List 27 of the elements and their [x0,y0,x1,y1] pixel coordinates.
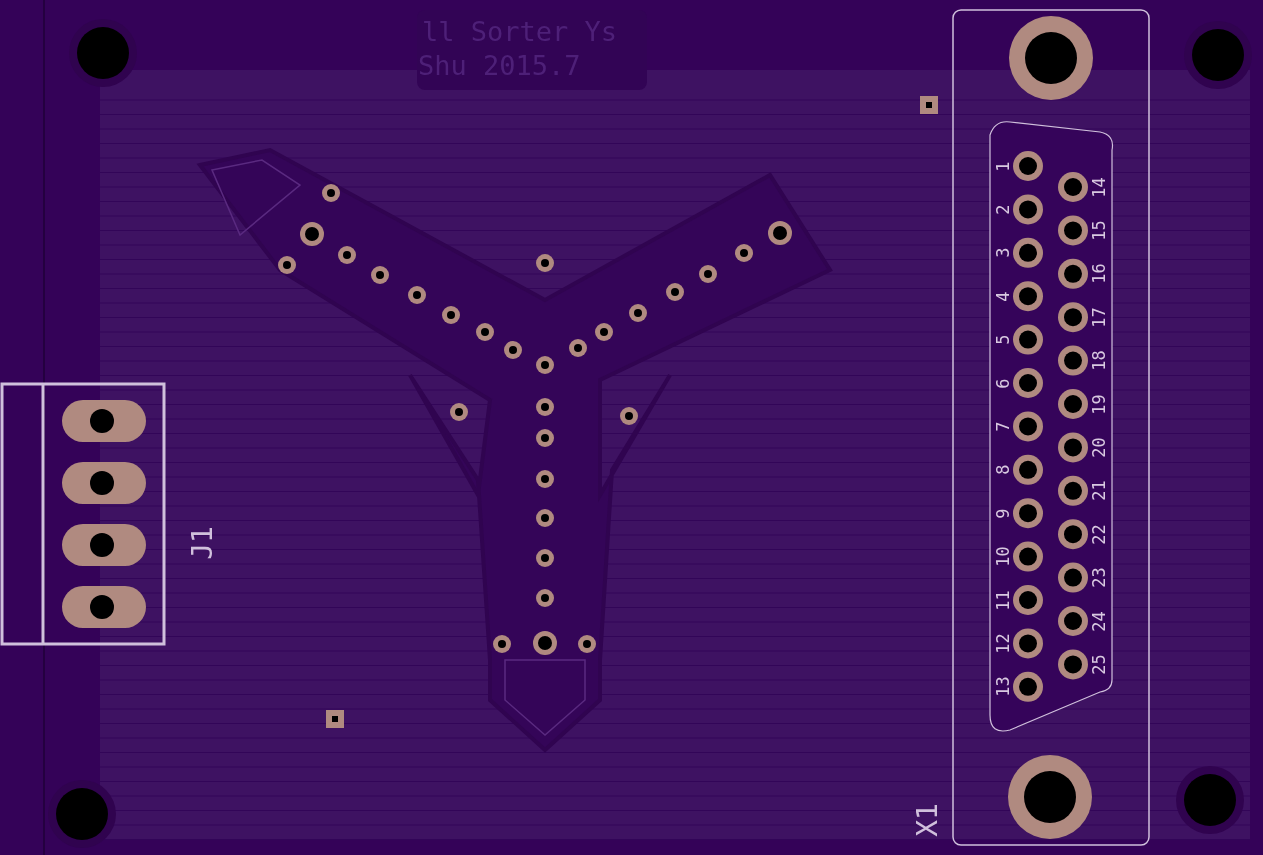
pin-number: 6 [994,377,1012,389]
pin-number: 8 [994,464,1012,475]
pin-number: 24 [1090,610,1108,632]
pin-number: 17 [1090,306,1108,328]
reference-designator: J1 [188,526,217,560]
pin-number: 21 [1090,480,1108,502]
pin-number: 22 [1090,523,1108,545]
pin-number: 7 [994,421,1012,432]
pin-number: 1 [994,160,1012,172]
pin-number: 5 [994,334,1012,345]
pin-number: 11 [994,589,1012,611]
pin-number: 10 [994,546,1012,567]
pin-number: 3 [994,247,1012,258]
pin-number: 14 [1090,176,1108,198]
pin-number: 9 [994,508,1012,519]
pin-number: 12 [994,633,1012,654]
pin-number: 23 [1090,567,1108,588]
pin-number: 15 [1090,220,1108,241]
pin-number: 4 [994,291,1012,302]
pin-number: 25 [1090,654,1108,675]
pin-number: 19 [1090,393,1108,415]
pin-number: 18 [1090,350,1108,371]
pin-number: 16 [1090,263,1108,285]
reference-designator: X1 [913,803,942,837]
pin-number: 2 [994,204,1012,215]
pin-number: 13 [994,676,1012,698]
pin-number: 20 [1090,437,1108,458]
